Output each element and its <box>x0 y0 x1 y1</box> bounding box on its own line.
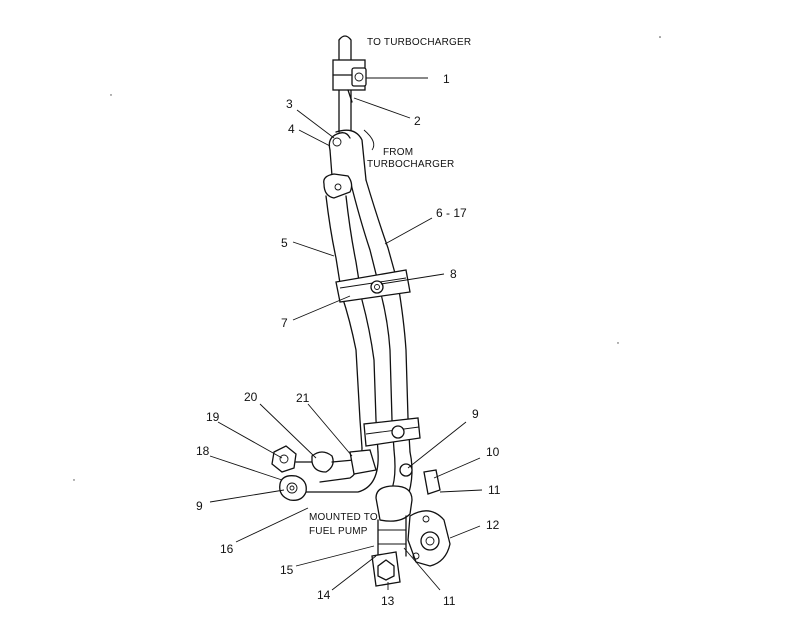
note-mounted-to-2: FUEL PUMP <box>309 526 368 537</box>
callout-9-right: 9 <box>472 407 479 421</box>
callout-16: 16 <box>220 542 234 556</box>
callout-12: 12 <box>486 518 500 532</box>
oil-tube-assembly <box>325 179 411 453</box>
callout-2: 2 <box>414 114 421 128</box>
callout-11-upper: 11 <box>488 483 501 497</box>
lower-clamp <box>363 417 421 447</box>
callout-15: 15 <box>280 563 294 577</box>
upper-tube-collar <box>323 173 353 199</box>
lower-banjo-fittings <box>271 445 377 475</box>
right-banjo-10 <box>423 469 441 495</box>
callout-13: 13 <box>381 594 395 608</box>
callout-18: 18 <box>196 444 210 458</box>
callout-10: 10 <box>486 445 500 459</box>
callout-9-left: 9 <box>196 499 203 513</box>
callout-20: 20 <box>244 390 258 404</box>
upper-banjo-fitting <box>328 129 367 181</box>
callout-11-lower: 11 <box>443 594 456 608</box>
note-from-turbocharger-1: FROM <box>383 147 413 158</box>
fuel-pump-mount <box>371 485 451 587</box>
note-to-turbocharger: TO TURBOCHARGER <box>367 37 471 48</box>
lower-left-banjo <box>279 475 307 501</box>
callout-3: 3 <box>286 97 293 111</box>
callout-8: 8 <box>450 267 457 281</box>
callout-1: 1 <box>443 72 450 86</box>
callout-7: 7 <box>281 316 288 330</box>
callout-19: 19 <box>206 410 220 424</box>
note-from-turbocharger-2: TURBOCHARGER <box>367 159 454 170</box>
supply-tube-upper <box>338 35 352 133</box>
callout-4: 4 <box>288 122 295 136</box>
upper-fitting <box>332 59 367 103</box>
scan-specks <box>73 36 661 481</box>
callout-6-17: 6 - 17 <box>436 206 467 220</box>
note-mounted-to-1: MOUNTED TO <box>309 512 378 523</box>
callout-5: 5 <box>281 236 288 250</box>
callout-21: 21 <box>296 391 310 405</box>
leader-lines <box>209 77 483 591</box>
callout-14: 14 <box>317 588 331 602</box>
upper-clamp <box>335 269 411 303</box>
